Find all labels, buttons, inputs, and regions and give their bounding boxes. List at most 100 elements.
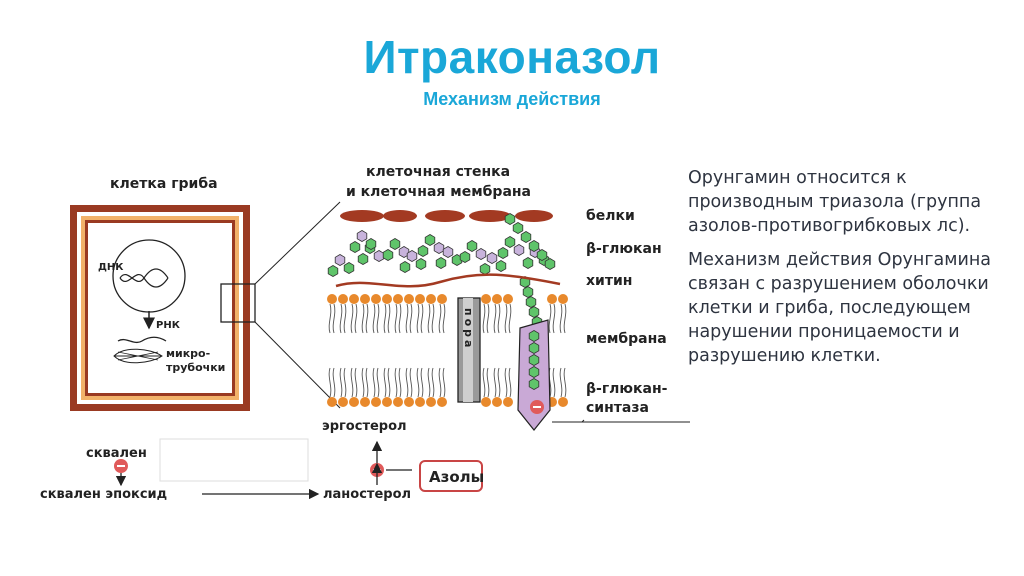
lipid-tail: [394, 303, 398, 334]
membrane-label: мембрана: [586, 331, 667, 347]
lipid-head: [349, 294, 359, 304]
microtubules-label-line1: микро-: [166, 347, 210, 360]
squalene-epoxide-label: сквален эпоксид: [40, 487, 167, 502]
lipid-tail: [482, 367, 486, 398]
synthase-label-line1: β-глюкан-: [586, 381, 668, 397]
lipid-tail: [383, 367, 387, 398]
lipid-tail: [372, 367, 376, 398]
lipid-head: [382, 294, 392, 304]
lipid-tail: [552, 303, 556, 334]
glucan-unit: [544, 258, 556, 270]
lipid-tail: [394, 367, 398, 398]
lipid-tail: [332, 303, 336, 334]
lipid-tail: [387, 367, 391, 398]
glucan-unit: [357, 253, 369, 265]
glucan-chitin-layer: [327, 213, 561, 328]
lipid-tail: [328, 367, 332, 398]
glucan-unit: [479, 263, 491, 275]
lipid-tail: [350, 367, 354, 398]
lipid-head: [382, 397, 392, 407]
lipid-head: [492, 397, 502, 407]
lipid-tail: [497, 303, 501, 334]
lipid-tail: [398, 367, 402, 398]
glucan-unit: [528, 240, 540, 252]
lipid-tail: [339, 367, 343, 398]
page-subtitle: Механизм действия: [423, 89, 601, 109]
lipid-tail: [486, 303, 490, 334]
page-title: Итраконазол: [363, 31, 661, 83]
lipid-tail: [559, 303, 563, 334]
lipid-head: [327, 397, 337, 407]
glucan-unit: [528, 330, 540, 342]
glucan-unit: [522, 257, 534, 269]
chitin-unit: [356, 230, 368, 242]
lipid-tail: [563, 367, 567, 398]
proteins-label: белки: [586, 208, 635, 224]
lipid-head: [558, 294, 568, 304]
chitin-unit: [406, 250, 418, 262]
lipid-tail: [350, 303, 354, 334]
glucan-unit: [417, 245, 429, 257]
lipid-tail: [482, 303, 486, 334]
chitin-unit: [433, 242, 445, 254]
lipid-tail: [365, 367, 369, 398]
lipid-tail: [438, 303, 442, 334]
lipid-tail: [563, 303, 567, 334]
lipid-tail: [405, 367, 409, 398]
lipid-tail: [431, 367, 435, 398]
lipid-tail: [493, 367, 497, 398]
lipid-bilayer: [327, 294, 568, 407]
glucan-unit: [389, 238, 401, 250]
lipid-head: [558, 397, 568, 407]
lipid-tail: [486, 367, 490, 398]
fungal-cell: [70, 205, 256, 411]
zoom-box: [220, 283, 256, 323]
lipid-head: [404, 294, 414, 304]
glucan-unit: [520, 231, 532, 243]
lipid-tail: [387, 303, 391, 334]
lipid-tail: [376, 367, 380, 398]
lipid-tail: [354, 303, 358, 334]
glucan-unit: [495, 260, 507, 272]
lipid-tail: [354, 367, 358, 398]
chitin-label: хитин: [586, 273, 632, 289]
glucan-unit: [327, 265, 339, 277]
lipid-tail: [493, 303, 497, 334]
glucan-unit: [435, 257, 447, 269]
glucan-chain: [528, 330, 540, 390]
lipid-tail: [427, 303, 431, 334]
lipid-tail: [508, 303, 512, 334]
lipid-head: [393, 397, 403, 407]
lipid-tail: [508, 367, 512, 398]
proteins-layer: [340, 210, 553, 222]
glucan-unit: [528, 354, 540, 366]
lipid-tail: [420, 367, 424, 398]
lipid-head: [437, 397, 447, 407]
glucan-unit: [497, 247, 509, 259]
cell-label: клетка гриба: [110, 176, 218, 192]
lipid-tail: [361, 303, 365, 334]
glucan-unit: [415, 258, 427, 270]
glucan-unit: [424, 234, 436, 246]
lipid-tail: [372, 303, 376, 334]
lipid-head: [360, 294, 370, 304]
glucan-label: β-глюкан: [586, 241, 662, 257]
fungal-cell-diagram: клетка гриба ДНК РНК микро- трубочки кле…: [40, 164, 690, 502]
lipid-head: [393, 294, 403, 304]
lipid-tail: [409, 303, 413, 334]
lipid-tail: [409, 367, 413, 398]
lipid-tail: [416, 303, 420, 334]
glucan-unit: [343, 262, 355, 274]
blank-box: [159, 438, 309, 482]
microtubules-label-line2: трубочки: [166, 361, 225, 374]
ergosterol-label: эргостерол: [322, 419, 407, 434]
glucan-unit: [522, 286, 534, 298]
lipid-tail: [383, 303, 387, 334]
lipid-head: [426, 397, 436, 407]
lipid-head: [360, 397, 370, 407]
lipid-tail: [343, 303, 347, 334]
description-paragraph-1: Орунгамин относится к производным триазо…: [688, 168, 982, 236]
glucan-unit: [525, 296, 537, 308]
lipid-tail: [548, 303, 552, 334]
glucan-unit: [504, 236, 516, 248]
